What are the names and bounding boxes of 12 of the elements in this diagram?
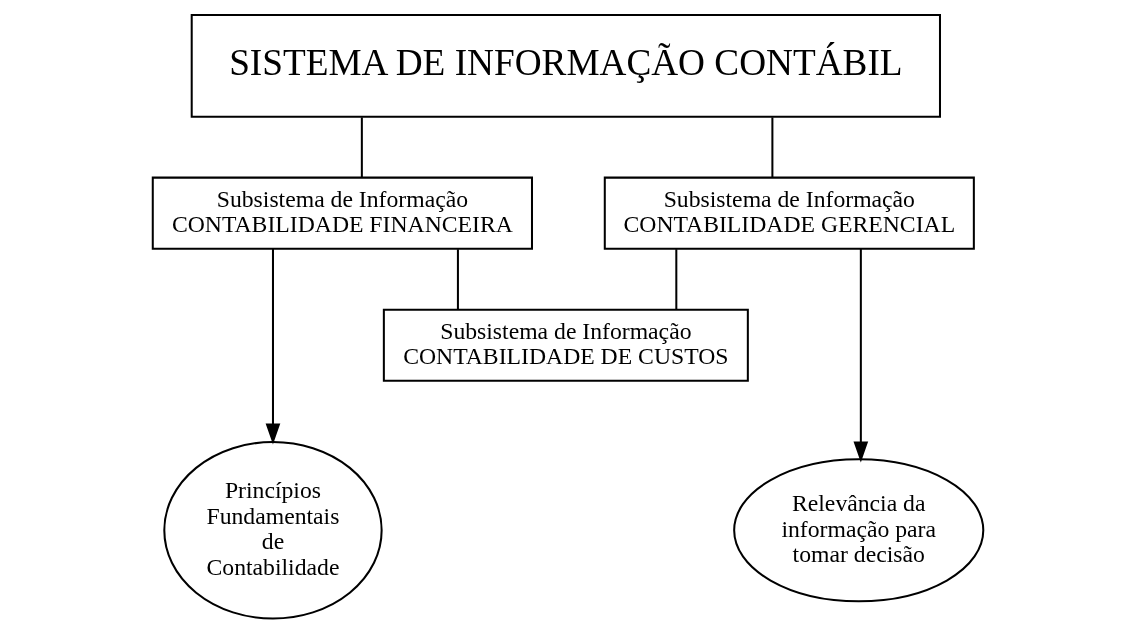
connector bbox=[675, 249, 678, 310]
node-box: Subsistema de Informação CONTABILIDADE DE CUSTOS bbox=[382, 308, 749, 382]
arrow bbox=[853, 248, 869, 463]
node-ellipse: Princípios Fundamentais de Contabilidade bbox=[163, 441, 383, 620]
node-ellipse: Relevância da informação para tomar decisão bbox=[733, 458, 985, 603]
connector bbox=[360, 117, 363, 178]
node-box: SISTEMA DE INFORMAÇÃO CONTÁBIL bbox=[190, 14, 941, 118]
node-box: Subsistema de Informação CONTABILIDADE GERENCIAL bbox=[603, 176, 975, 250]
connector bbox=[771, 117, 774, 178]
connector bbox=[456, 249, 459, 310]
node-box: Subsistema de Informação CONTABILIDADE FINANCEIRA bbox=[151, 176, 533, 250]
arrow bbox=[265, 248, 281, 445]
